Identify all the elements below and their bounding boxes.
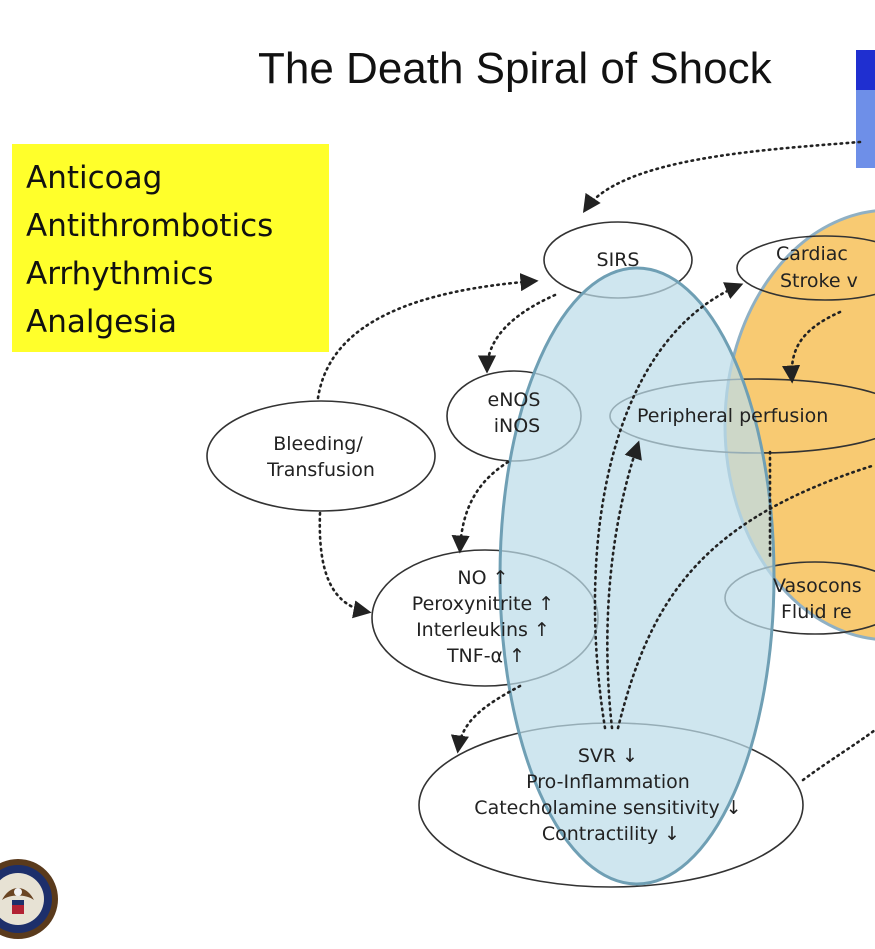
arrow-enos-to-no — [451, 460, 510, 554]
note-line-analgesia: Analgesia — [26, 304, 177, 340]
slide-title: The Death Spiral of Shock — [258, 44, 772, 93]
arrow-bleeding-to-no — [318, 511, 372, 619]
label-svr: SVR ↓ Pro-Inflammation Catecholamine sen… — [474, 745, 747, 845]
node-cardiac — [736, 235, 875, 301]
arrow-svr-to-right — [801, 728, 875, 782]
arrow-svr-to-peripheral — [606, 440, 642, 730]
label-vasocons: Vasocons Fluid re — [773, 575, 868, 623]
label-no: NO ↑ Peroxynitrite ↑ Interleukins ↑ TNF-… — [412, 567, 560, 667]
label-enos: eNOS iNOS — [488, 389, 547, 437]
label-peripheral: Peripheral perfusion — [637, 405, 828, 427]
header-bar-accent — [856, 50, 875, 90]
blue-region — [498, 266, 776, 886]
note-line-antithrombotics: Antithrombotics — [26, 208, 274, 244]
va-seal-icon — [0, 859, 58, 939]
arrow-no-to-svr — [450, 684, 522, 754]
arrow-svr-to-cardiac — [593, 282, 744, 730]
label-bleeding: Bleeding/ Transfusion — [266, 433, 375, 481]
note-line-anticoag: Anticoag — [26, 160, 163, 196]
arrow-top-to-sirs — [582, 140, 862, 214]
node-bleeding — [206, 400, 436, 512]
arrow-bleeding-to-sirs — [316, 273, 539, 400]
sidebar-note-box: Anticoag Antithrombotics Arrhythmics Ana… — [12, 144, 329, 352]
note-line-arrhythmics: Arrhythmics — [26, 256, 214, 292]
arrow-sirs-to-enos — [477, 293, 557, 374]
label-sirs: SIRS — [597, 249, 640, 271]
arrow-cardiac-to-peripheral — [781, 310, 842, 384]
label-cardiac: Cardiac Stroke v — [776, 243, 858, 292]
